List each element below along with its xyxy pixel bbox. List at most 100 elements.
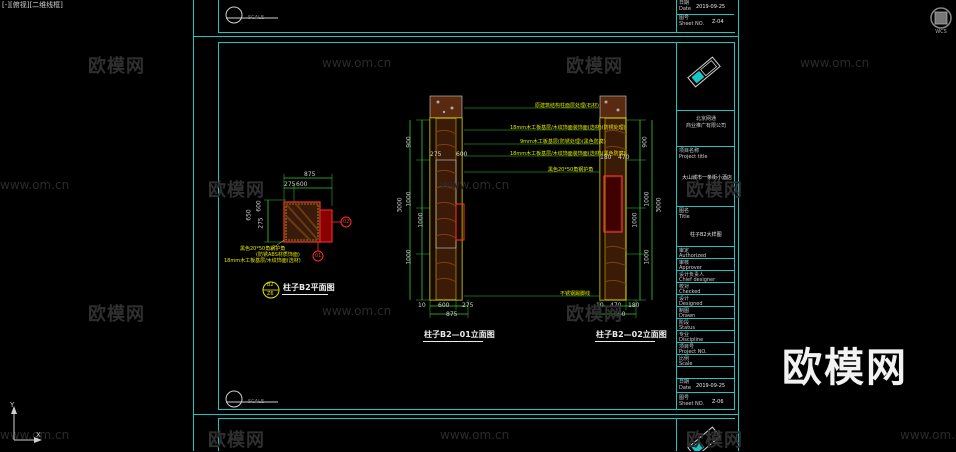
title-block-row-cn: 校对 (679, 284, 690, 290)
elev2-dim-bottom-1: 470 (610, 302, 622, 309)
elev1-dim-top-1: 275 (430, 151, 442, 158)
title-block-row-cn: 审核 (679, 260, 690, 266)
title-block-row-cn: 设计 (679, 296, 690, 302)
elev2-dim-right-3: 1000 (643, 249, 651, 265)
title-block-row-en: Approver (679, 265, 702, 271)
elev1-dim-bottom-1: 600 (438, 302, 450, 309)
company-name: 北京网通 商业推广有限公司 (686, 116, 727, 129)
plan-title: 柱子B2平面图 (283, 283, 335, 292)
watermark: 欧模网 (686, 180, 743, 201)
title-block-row-en: Checked (679, 289, 701, 295)
plan-note-1: 黑色20*50角钢护角 (240, 246, 286, 252)
title-block-row-cn: 设计负责人 (679, 272, 705, 278)
bottom-sheet-label-en: Sheet NO. (679, 401, 705, 407)
drawing-label: 图名 (679, 208, 690, 214)
elev2-dim-bottom-2: 180 (628, 302, 640, 309)
plan-callout-right: 02 (343, 219, 350, 225)
title-block-row-cn: 阶段 (679, 320, 690, 326)
plan-badge-top: B2 (267, 282, 274, 288)
bottom-date-label-en: Date (679, 385, 691, 391)
watermark-url: www.om.cn (0, 178, 70, 192)
top-sheet-no: Z-04 (712, 19, 724, 25)
watermark: 欧模网 (208, 180, 265, 201)
viewport-label[interactable]: [-][俯视][二维线框] (2, 1, 63, 9)
watermark-large: 欧模网 (782, 345, 908, 391)
elev1-dim-left-1: 900 (405, 136, 413, 148)
bottom-date-label: 日期 (679, 379, 690, 385)
elevation-2-view[interactable] (590, 92, 670, 322)
elev1-dim-bottom-2: 275 (462, 302, 474, 309)
ucs-axis-icon (11, 406, 42, 443)
top-sheet-label-en: Sheet NO. (679, 21, 705, 27)
scale-marker-bottom (225, 390, 278, 408)
elevation2-title: 柱子B2—02立面图 (596, 330, 667, 339)
elev1-dim-bottom-total: 875 (446, 311, 458, 318)
elev1-dim-top-2: 600 (456, 151, 468, 158)
elev1-dim-left-bottom: 10 (418, 302, 426, 309)
plan-dim-top-2: 600 (296, 181, 308, 188)
watermark: 欧模网 (566, 304, 623, 325)
watermark-url: www.om.cn (800, 56, 870, 70)
svg-text:WCS: WCS (935, 29, 947, 34)
watermark: 欧模网 (88, 56, 145, 77)
title-block-row-cn: 比例 (679, 356, 690, 362)
top-date: 2019-09-25 (696, 4, 726, 10)
viewcube-icon[interactable]: WCS (928, 4, 954, 34)
elev2-dim-right-1: 900 (641, 136, 649, 148)
top-date-label: 日期 (679, 0, 690, 6)
plan-dim-left-3: 650 (245, 209, 253, 221)
title-block-row-en: Drawn (679, 313, 696, 319)
elev2-dim-right-2: 1000 (643, 191, 651, 207)
drawing-label-en: Title (679, 214, 690, 220)
title-block-row-en: Designed (679, 301, 703, 307)
watermark: 欧模网 (88, 304, 145, 325)
elevation1-title: 柱子B2—01立面图 (424, 330, 495, 339)
watermark-url: www.om.cn (0, 428, 70, 442)
plan-callout-bottom: 01 (315, 253, 322, 259)
annotation-4: 18mm木工板基层/木纹饰面装饰面(选材)(黑色防腐) (510, 151, 626, 157)
top-date-label-en: Date (679, 6, 691, 12)
elev2-dim-total: 3000 (655, 197, 663, 213)
title-block-row-en: Discipline (679, 337, 704, 343)
plan-badge-bottom: Z6 (267, 291, 274, 297)
plan-note-2: (防锈ABS材质饰面) (256, 252, 300, 258)
project-label-en: Project title (679, 154, 708, 160)
scale-tag-bottom: SCALE (248, 399, 265, 405)
watermark: 欧模网 (566, 56, 623, 77)
elev2-dim-top-2: 470 (618, 154, 630, 161)
bottom-sheet-no: Z-06 (712, 399, 724, 405)
watermark-url: www.om.cn (440, 178, 510, 192)
company-logo-icon-bottom (687, 426, 721, 451)
watermark-url: www.om.cn (900, 428, 956, 442)
title-block-row-en: Chief designer (679, 277, 716, 283)
title-block-row-en: Authorized (679, 253, 707, 259)
annotation-3: 9mm木工板基层(防锈处理)(黑色防腐) (520, 139, 606, 145)
elev1-dim-left-3: 1000 (405, 249, 413, 265)
annotation-leaders (464, 107, 600, 297)
plan-title-badge-icon (262, 281, 280, 299)
title-block-row-cn: 审定 (679, 248, 690, 254)
plan-dim-left-2: 275 (257, 217, 265, 229)
elev1-dim-left-2: 1000 (405, 191, 413, 207)
elev1-dim-total: 3000 (396, 197, 404, 213)
plan-view[interactable] (240, 170, 390, 270)
title-block-row-cn: 制图 (679, 308, 690, 314)
company-logo-icon (687, 56, 721, 88)
ucs-x-label: X (36, 431, 41, 439)
watermark: 欧模网 (208, 430, 265, 451)
elevation-1-view[interactable] (396, 92, 486, 322)
watermark-url: www.om.cn (322, 304, 392, 318)
watermark-url: www.om.cn (440, 428, 510, 442)
title-block-row-en: Scale (679, 361, 693, 367)
elev2-dim-right-4: 1000 (631, 212, 639, 228)
title-block-row-cn: 专业 (679, 332, 690, 338)
drawing-name: 柱子B2大样图 (690, 232, 722, 238)
watermark: 欧模网 (686, 430, 743, 451)
elev2-dim-bottom-total: 650 (614, 311, 626, 318)
ucs-y-label: Y (10, 401, 15, 409)
elev1-dim-left-4: 1000 (417, 212, 425, 228)
scale-marker-top (225, 6, 278, 24)
watermark-url: www.om.cn (322, 56, 392, 70)
title-block-row-en: Status (679, 325, 695, 331)
